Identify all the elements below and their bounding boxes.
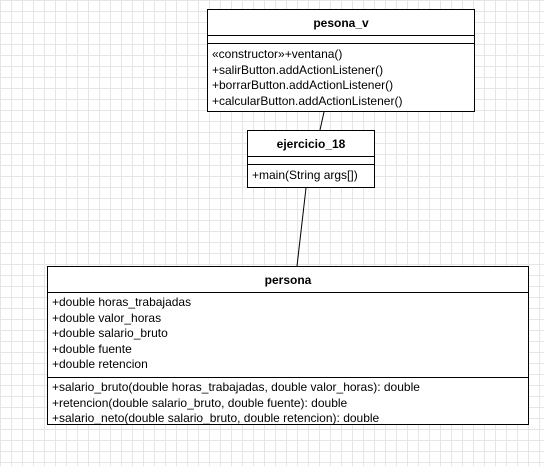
operation: +calcularButton.addActionListener() [212, 93, 403, 108]
operations-section: «constructor»+ventana() +salirButton.add… [208, 44, 474, 112]
link-ejercicio-18-persona [296, 187, 307, 267]
operation: +salario_neto(double salario_bruto, doub… [52, 411, 380, 425]
operation: +salario_bruto(double horas_trabajadas, … [52, 380, 420, 394]
class-persona[interactable]: persona +double horas_trabajadas +double… [47, 266, 529, 425]
operation: +retencion(double salario_bruto, double … [52, 395, 348, 410]
class-ejercicio-18[interactable]: ejercicio_18 +main(String args[]) [247, 130, 375, 188]
class-name: pesona_v [208, 10, 474, 36]
operation: «constructor»+ventana() [212, 47, 343, 61]
operation: +salirButton.addActionListener() [212, 62, 384, 77]
operations-section: +main(String args[]) [248, 165, 374, 187]
link-pesona-v-ejercicio-18 [319, 111, 325, 131]
attribute: +double horas_trabajadas [52, 295, 192, 309]
operation: +main(String args[]) [252, 168, 358, 182]
class-pesona-v[interactable]: pesona_v «constructor»+ventana() +salirB… [207, 9, 475, 112]
attribute: +double retencion [52, 357, 148, 371]
class-name: persona [48, 267, 528, 293]
attributes-section [248, 157, 374, 165]
operations-section: +salario_bruto(double horas_trabajadas, … [48, 378, 528, 430]
attribute: +double valor_horas [52, 310, 162, 325]
operation: +borrarButton.addActionListener() [212, 78, 394, 92]
class-name: ejercicio_18 [248, 131, 374, 157]
attributes-section [208, 36, 474, 44]
attribute: +double fuente [52, 341, 132, 356]
attributes-section: +double horas_trabajadas +double valor_h… [48, 293, 528, 378]
attribute: +double salario_bruto [52, 326, 168, 340]
